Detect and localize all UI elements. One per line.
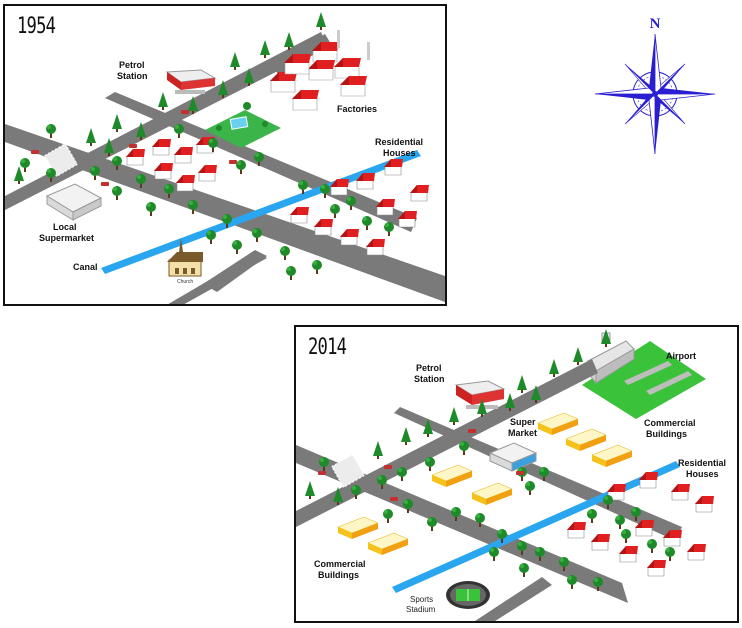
- petrol-station-2014: [454, 380, 506, 409]
- label-factories-1954: Factories: [337, 104, 377, 114]
- super-market-2014: [488, 442, 538, 472]
- label-residential-houses-1954: Residential Houses: [375, 137, 426, 158]
- label-sports-stadium-2014: Sports Stadium: [406, 595, 436, 614]
- label-canal-1954: Canal: [73, 262, 98, 272]
- compass-north-label: N: [650, 16, 661, 32]
- map-2014: Petrol Station Airport Super Market Comm…: [296, 329, 729, 621]
- label-commercial-buildings-right-2014: Commercial Buildings: [644, 418, 698, 439]
- map-2014-panel: 2014: [294, 325, 739, 623]
- local-supermarket-1954: [45, 183, 103, 221]
- label-super-market-2014: Super Market: [508, 417, 538, 438]
- petrol-station-1954: [165, 69, 217, 94]
- label-local-supermarket-1954: Local Supermarket: [39, 222, 94, 243]
- factories-1954: [269, 30, 370, 111]
- airport-2014: [582, 332, 706, 419]
- church-1954: [167, 238, 203, 277]
- label-commercial-buildings-left-2014: Commercial Buildings: [314, 559, 368, 580]
- label-airport-2014: Airport: [666, 351, 696, 361]
- park-1954: [205, 102, 281, 148]
- map-1954: Petrol Station Factories Residential Hou…: [5, 12, 445, 304]
- label-petrol-station-2014: Petrol Station: [414, 363, 445, 384]
- year-label-2014: 2014: [308, 335, 347, 360]
- sports-stadium-2014: [446, 581, 490, 609]
- year-label-1954: 1954: [17, 14, 56, 39]
- map-1954-panel: 1954: [3, 4, 447, 306]
- label-petrol-station-1954: Petrol Station: [117, 60, 148, 81]
- label-church-1954: Church: [177, 279, 193, 285]
- roads-2014: [296, 359, 682, 621]
- compass-star-icon: [594, 33, 716, 155]
- compass-rose: N: [594, 16, 716, 155]
- label-residential-houses-2014: Residential Houses: [678, 458, 729, 479]
